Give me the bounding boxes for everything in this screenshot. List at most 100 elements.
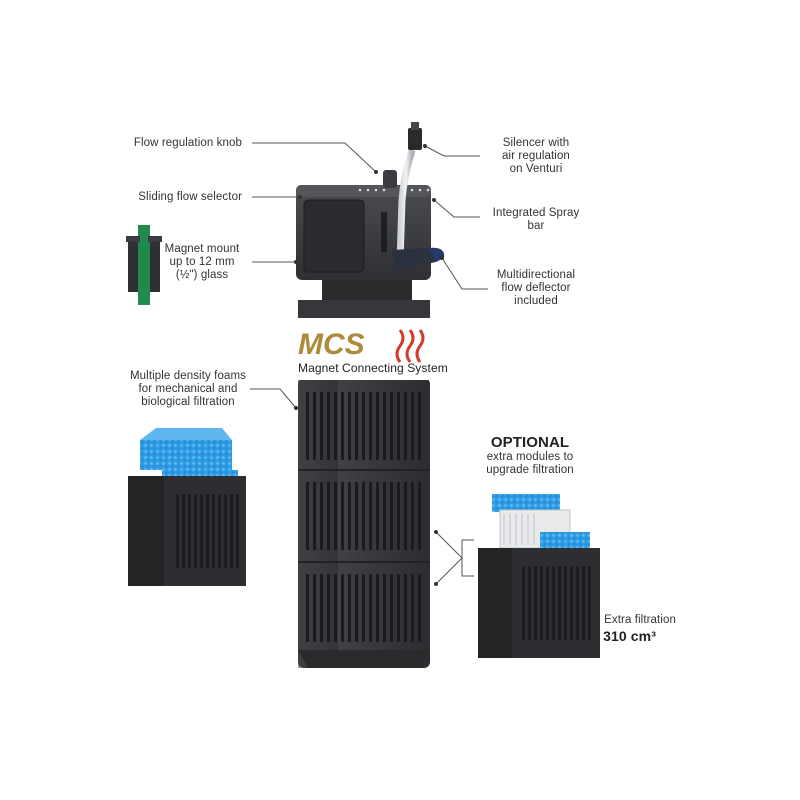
vent-slot	[348, 392, 351, 460]
vent-slot	[334, 482, 337, 550]
vent-slot	[540, 566, 543, 640]
vent-slot	[362, 574, 365, 642]
label-optional: OPTIONAL	[490, 434, 570, 451]
vent-slot	[194, 494, 197, 568]
head-front-panel	[303, 199, 365, 273]
vent-slot	[376, 392, 379, 460]
vent-slot	[404, 574, 407, 642]
vent-slot	[369, 482, 372, 550]
vent-slot	[176, 494, 179, 568]
vent-slot	[588, 566, 591, 640]
vent-slot	[522, 566, 525, 640]
vent-slot	[570, 566, 573, 640]
vent-slot	[418, 392, 421, 460]
vent-slot	[546, 566, 549, 640]
vent-slot	[313, 574, 316, 642]
vent-slot	[362, 392, 365, 460]
vent-slot	[411, 574, 414, 642]
vent-slot	[218, 494, 221, 568]
logo-caption: Magnet Connecting System	[298, 361, 448, 375]
vent-slot	[306, 482, 309, 550]
vent-slot	[348, 574, 351, 642]
vent-slot	[383, 574, 386, 642]
venturi-tube	[396, 148, 416, 263]
vent-slot	[418, 574, 421, 642]
vent-slot	[306, 392, 309, 460]
vent-slot	[534, 566, 537, 640]
vent-slot	[404, 392, 407, 460]
vent-slot	[320, 574, 323, 642]
vent-slot	[390, 392, 393, 460]
vent-slot	[376, 482, 379, 550]
vent-slot	[182, 494, 185, 568]
vent-slot	[528, 566, 531, 640]
vent-slot	[224, 494, 227, 568]
logo-letters: MCS	[298, 328, 365, 361]
flow-deflector	[392, 248, 437, 270]
vent-slot	[327, 574, 330, 642]
vent-slot	[320, 482, 323, 550]
magnet-mount-graphic	[126, 225, 162, 305]
vent-slot	[320, 392, 323, 460]
vent-slot	[341, 574, 344, 642]
vent-slot	[404, 482, 407, 550]
vent-slot	[188, 494, 191, 568]
vent-slot	[390, 574, 393, 642]
vent-slot	[376, 574, 379, 642]
vent-slot	[397, 482, 400, 550]
vent-slot	[383, 482, 386, 550]
optional-module	[478, 494, 600, 658]
vent-slot	[558, 566, 561, 640]
vent-slot	[230, 494, 233, 568]
vent-slot	[397, 574, 400, 642]
vent-slot	[334, 392, 337, 460]
vent-slot	[206, 494, 209, 568]
label-sliding-selector: Sliding flow selector	[138, 191, 242, 203]
vent-slot	[418, 482, 421, 550]
vent-slot	[334, 574, 337, 642]
vent-slot	[369, 392, 372, 460]
vent-slot	[397, 392, 400, 460]
vent-slot	[390, 482, 393, 550]
vent-slot	[327, 482, 330, 550]
vent-slot	[327, 392, 330, 460]
vent-slot	[369, 574, 372, 642]
vent-slot	[355, 574, 358, 642]
label-extra-filtration: Extra filtration	[604, 614, 676, 626]
flow-knob	[383, 170, 397, 188]
vent-slot	[313, 392, 316, 460]
vent-slot	[582, 566, 585, 640]
vent-slot	[362, 482, 365, 550]
vent-slot	[383, 392, 386, 460]
left-foam-module	[128, 428, 246, 586]
vent-slot	[564, 566, 567, 640]
leader-lines	[250, 142, 488, 585]
vent-slot	[552, 566, 555, 640]
label-extra-volume: 310 cm³	[603, 628, 656, 644]
vent-slot	[341, 392, 344, 460]
vent-slot	[341, 482, 344, 550]
vent-slot	[411, 482, 414, 550]
vent-slot	[411, 392, 414, 460]
filter-slots	[306, 392, 421, 642]
vent-slot	[236, 494, 239, 568]
vent-slot	[313, 482, 316, 550]
vent-slot	[576, 566, 579, 640]
vent-slot	[355, 392, 358, 460]
vent-slot	[306, 574, 309, 642]
vent-slot	[212, 494, 215, 568]
label-flow-knob: Flow regulation knob	[133, 137, 242, 149]
vent-slot	[348, 482, 351, 550]
vent-slot	[355, 482, 358, 550]
mcs-logo: MCS	[298, 328, 425, 363]
vent-slot	[200, 494, 203, 568]
main-filter	[296, 122, 445, 668]
